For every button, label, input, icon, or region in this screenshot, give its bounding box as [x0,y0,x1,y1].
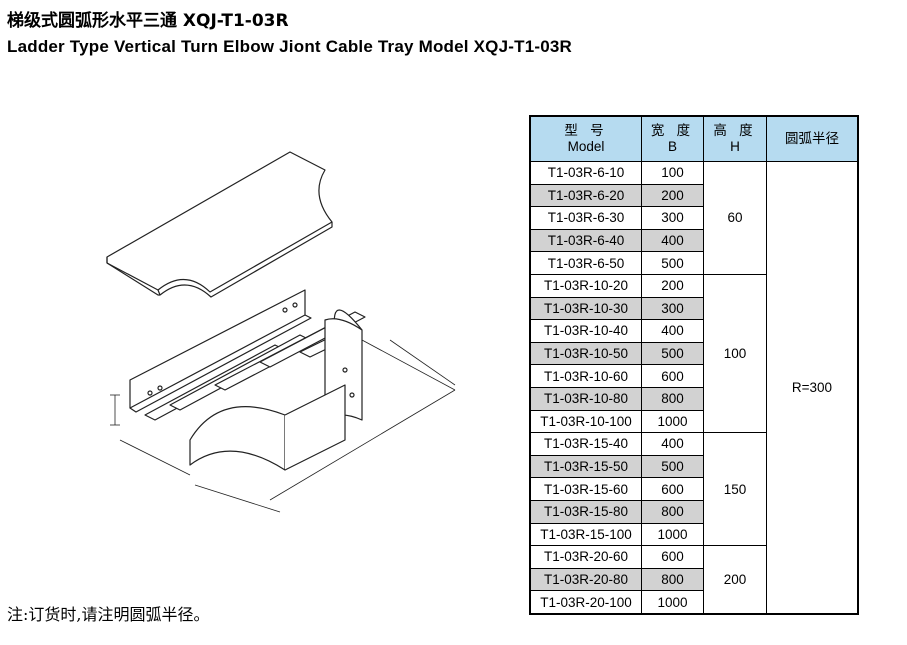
left-side-rail [129,289,312,413]
width-cell: 400 [641,319,704,343]
width-cell: 200 [641,273,704,298]
title-chinese: 梯级式圆弧形水平三通 XQJ-T1-03R [7,11,289,31]
radius-cell: R=300 [766,161,858,614]
model-cell: T1-03R-6-50 [530,251,642,275]
width-cell: 500 [641,454,704,479]
width-cell: 800 [641,499,704,524]
table-header-row: 型 号 Model 宽 度 B 高 度 H 圆弧半径 [530,116,858,162]
dimension-lines [110,339,456,513]
width-cell: 500 [641,251,704,275]
cable-tray-tee-drawing [106,151,456,513]
width-cell: 300 [641,296,704,321]
title-english: Ladder Type Vertical Turn Elbow Jiont Ca… [7,37,572,56]
model-cell: T1-03R-6-10 [530,161,642,185]
model-cell: T1-03R-10-100 [530,409,642,434]
width-cell: 400 [641,432,704,456]
header-radius: 圆弧半径 [766,116,858,162]
width-cell: 800 [641,567,704,592]
front-curved-rail [189,384,346,471]
header-height: 高 度 H [703,116,767,162]
model-cell: T1-03R-20-80 [530,567,642,592]
model-cell: T1-03R-20-100 [530,590,642,614]
model-cell: T1-03R-10-50 [530,341,642,366]
width-cell: 100 [641,161,704,185]
width-cell: 400 [641,228,704,253]
model-cell: T1-03R-10-60 [530,364,642,388]
width-cell: 600 [641,364,704,388]
height-cell: 150 [703,432,767,547]
width-cell: 1000 [641,409,704,434]
width-cell: 800 [641,386,704,411]
width-cell: 1000 [641,590,704,614]
cover-plate [106,151,333,298]
model-cell: T1-03R-20-60 [530,545,642,569]
model-cell: T1-03R-6-20 [530,183,642,208]
width-cell: 500 [641,341,704,366]
width-cell: 200 [641,183,704,208]
model-cell: T1-03R-10-30 [530,296,642,321]
width-cell: 1000 [641,522,704,547]
model-cell: T1-03R-15-40 [530,432,642,456]
height-cell: 100 [703,273,767,434]
header-width: 宽 度 B [641,116,704,162]
width-cell: 600 [641,545,704,569]
model-cell: T1-03R-6-40 [530,228,642,253]
model-cell: T1-03R-10-40 [530,319,642,343]
height-cell: 60 [703,161,767,275]
model-cell: T1-03R-15-60 [530,477,642,501]
model-cell: T1-03R-6-30 [530,206,642,230]
header-model: 型 号 Model [530,116,642,162]
width-cell: 300 [641,206,704,230]
width-cell: 600 [641,477,704,501]
height-cell: 200 [703,545,767,614]
model-cell: T1-03R-10-20 [530,273,642,298]
model-cell: T1-03R-10-80 [530,386,642,411]
order-note: 注:订货时,请注明圆弧半径。 [7,605,210,624]
model-cell: T1-03R-15-80 [530,499,642,524]
model-cell: T1-03R-15-50 [530,454,642,479]
model-cell: T1-03R-15-100 [530,522,642,547]
